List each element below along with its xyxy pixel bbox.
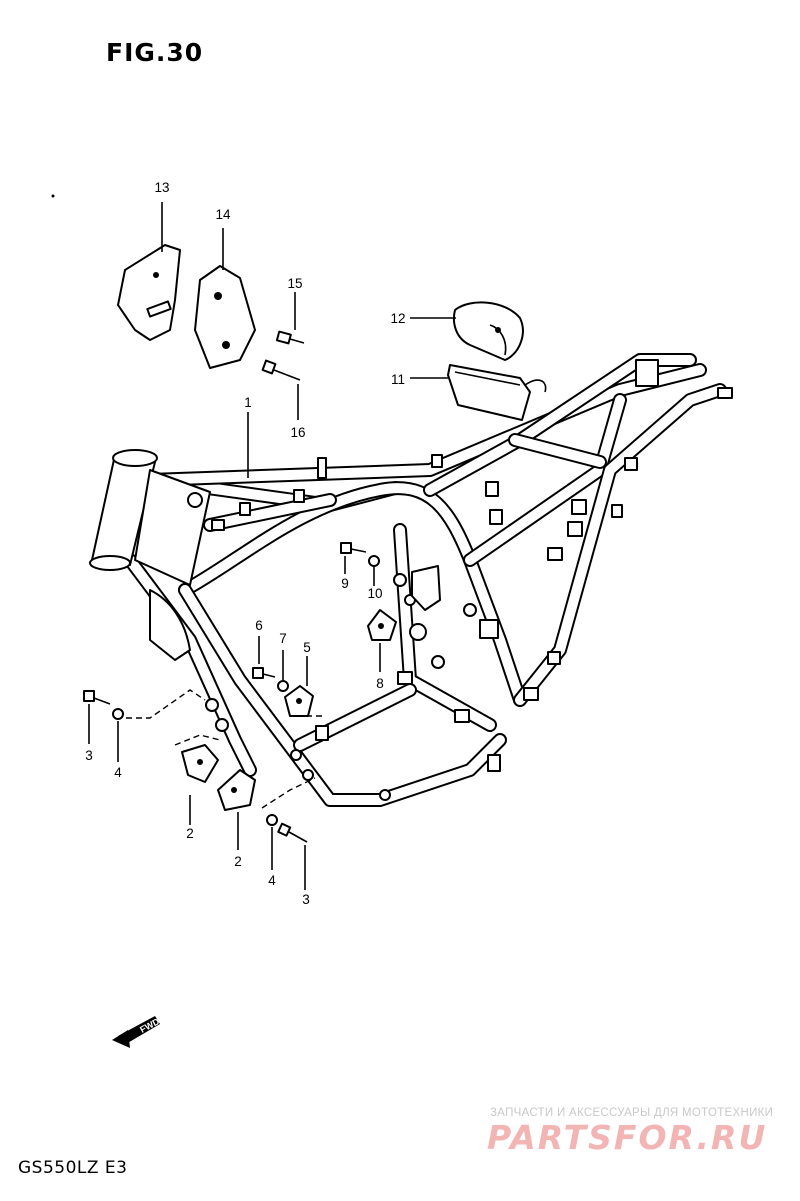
part-7-nut (277, 680, 289, 692)
frame-brackets (154, 359, 733, 801)
engine-mount-plate (149, 589, 191, 661)
callout-3-lower: 3 (302, 892, 310, 907)
callout-10: 10 (367, 586, 382, 601)
part-15-bolt (275, 330, 305, 345)
part-9-bolt (340, 542, 367, 554)
forward-label: FWD (138, 1016, 161, 1035)
part-13-bracket (117, 244, 181, 341)
callout-7: 7 (279, 631, 287, 646)
callout-16: 16 (290, 425, 305, 440)
callout-11: 11 (391, 372, 405, 387)
callout-4-upper: 4 (114, 765, 122, 780)
model-code: GS550LZ E3 (18, 1158, 128, 1178)
part-8-plate (367, 609, 397, 641)
callout-2-left: 2 (186, 826, 194, 841)
callout-13: 13 (154, 180, 169, 195)
part-4-nut-upper (112, 708, 124, 720)
callout-6: 6 (255, 618, 263, 633)
callout-3-upper: 3 (85, 748, 93, 763)
rear-mount-plate (411, 565, 441, 611)
callout-15: 15 (287, 276, 302, 291)
callout-5: 5 (303, 640, 311, 655)
part-2-bracket-left (181, 744, 219, 783)
part-10-nut (368, 555, 380, 567)
watermark-tagline: ЗАПЧАСТИ И АКСЕССУАРЫ ДЛЯ МОТОТЕХНИКИ (490, 1107, 774, 1119)
part-5-plate (284, 685, 314, 717)
part-3-bolt-lower (277, 822, 308, 843)
steering-head (89, 449, 211, 586)
part-14-plate (194, 265, 256, 369)
callout-4-lower: 4 (268, 873, 276, 888)
callout-numbers: 13 14 15 16 12 11 1 9 10 6 7 5 8 3 4 2 2… (85, 180, 405, 907)
callout-2-right: 2 (234, 854, 242, 869)
part-16-bolt (261, 359, 301, 381)
part-3-bolt-upper (83, 690, 111, 705)
callout-14: 14 (215, 207, 231, 222)
forward-arrow-icon: FWD (112, 1016, 161, 1048)
part-12-battery-cover (452, 301, 524, 361)
callout-1: 1 (244, 395, 252, 410)
callout-12: 12 (390, 311, 405, 326)
figure-title: FIG.30 (106, 38, 204, 67)
callout-8: 8 (376, 676, 384, 691)
part-11-battery-tray (447, 364, 547, 421)
watermark-logo: PARTSFOR.RU (487, 1118, 768, 1157)
part-2-bracket-right (217, 769, 256, 811)
part-6-bolt (252, 667, 276, 679)
part-4-nut-lower (266, 814, 278, 826)
callout-9: 9 (341, 576, 349, 591)
